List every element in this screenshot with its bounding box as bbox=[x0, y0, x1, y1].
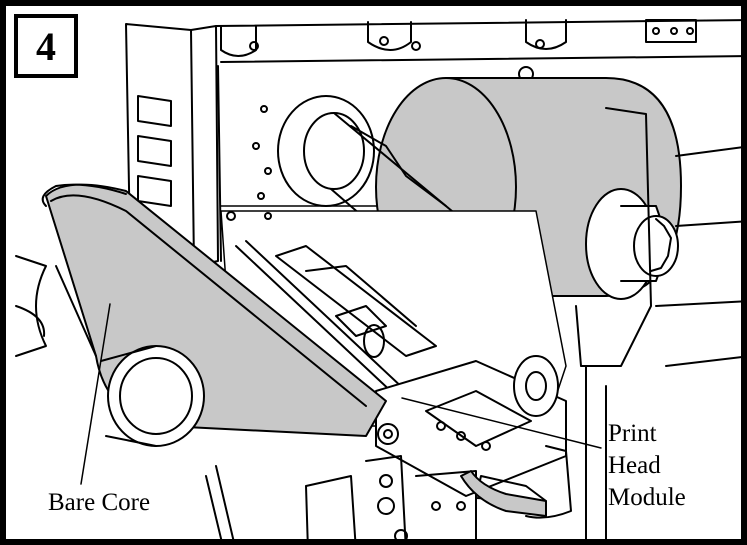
lower-chassis bbox=[205, 365, 607, 539]
bare-core-leader-line bbox=[80, 303, 111, 485]
bare-core-label: Bare Core bbox=[46, 487, 153, 519]
print-head-module bbox=[375, 355, 572, 519]
right-bracket bbox=[575, 107, 741, 367]
print-head-module-label-line: Module bbox=[608, 484, 686, 511]
hinge-clips bbox=[220, 19, 697, 82]
ribbon-tail bbox=[460, 470, 547, 517]
print-head-module-label-line: Print bbox=[608, 420, 657, 447]
bare-core-with-ribbon bbox=[45, 183, 387, 447]
hand bbox=[15, 183, 127, 357]
leader-lines bbox=[80, 303, 602, 485]
print-head-leader-line bbox=[401, 397, 602, 449]
step-number-badge: 4 bbox=[14, 14, 78, 78]
print-head-module-label-line: Head bbox=[608, 452, 661, 479]
printer-illustration bbox=[15, 19, 741, 539]
print-head-module-label: Print Head Module bbox=[608, 418, 726, 514]
